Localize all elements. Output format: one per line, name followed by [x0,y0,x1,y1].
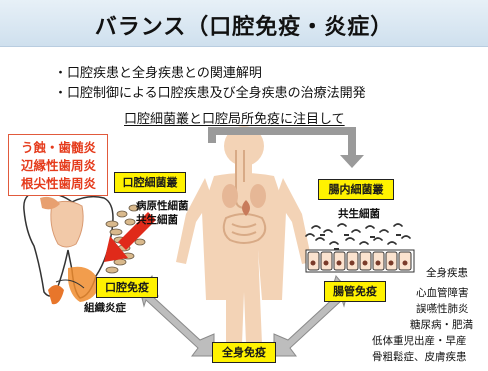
systemic-disease-5: 骨粗鬆症、皮膚疾患 [372,351,467,363]
lung-left-illustration [222,184,238,208]
red-arrow [104,212,156,262]
bullet-1: ・口腔疾患と全身疾患との関連解明 [54,66,262,81]
intestinal-epithelium-illustration [305,249,415,273]
gut-immunity-label: 腸管免疫 [324,281,386,302]
systemic-disease-2: 誤嚥性肺炎 [416,303,469,315]
focus-statement: 口腔細菌叢と口腔局所免疫に注目して [124,112,345,127]
oral-commensal-bacteria: 共生細菌 [136,214,178,226]
bullet-2: ・口腔制御による口腔疾患及び全身疾患の治療法開発 [54,86,366,101]
lung-right-illustration [250,184,266,208]
oral-disease-3: 根尖性歯周炎 [21,176,97,191]
arrow-to-gut [208,127,364,168]
oral-pathogenic-bacteria: 病原性細菌 [136,200,189,212]
oral-disease-1: う蝕・歯髄炎 [21,140,97,155]
tooth-illustration [23,191,114,305]
page-title: バランス（口腔免疫・炎症） [94,15,394,40]
oral-disease-2: 辺縁性歯周炎 [21,158,97,173]
oral-immunity-label: 口腔免疫 [96,277,158,298]
heart-illustration [242,200,250,216]
gut-commensal-bacteria: 共生細菌 [338,208,380,220]
oral-diseases-box: う蝕・歯髄炎 辺縁性歯周炎 根尖性歯周炎 [8,134,108,196]
oral-flora-label: 口腔細菌叢 [114,172,186,193]
systemic-disease-1: 心血管障害 [416,287,469,299]
systemic-diseases-title: 全身疾患 [426,267,468,279]
gut-bacteria-illustration [305,223,411,245]
systemic-disease-4: 低体重児出産・早産 [372,335,467,347]
systemic-disease-3: 糖尿病・肥満 [410,319,473,331]
title-bar: バランス（口腔免疫・炎症） [0,0,488,47]
gut-flora-label: 腸内細菌叢 [318,179,394,200]
tissue-inflammation-label: 組織炎症 [84,302,126,314]
systemic-immunity-label: 全身免疫 [212,342,276,363]
human-body-illustration [176,126,312,344]
